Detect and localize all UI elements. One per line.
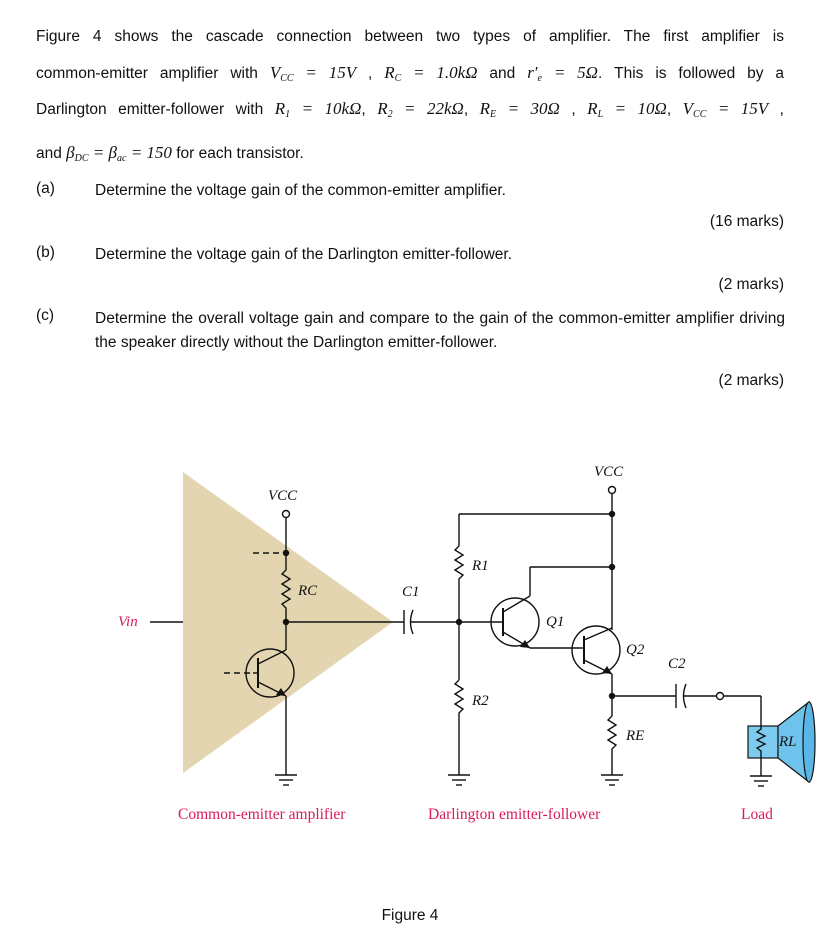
question-a-label: (a): [36, 180, 55, 197]
intro-text: common-emitter amplifier with: [36, 65, 258, 82]
r1-resistor: [453, 545, 465, 622]
vcc-right-label: VCC: [594, 464, 624, 480]
q1-label: Q1: [546, 614, 564, 630]
vcc-left-label: VCC: [268, 488, 298, 504]
r1-label: R1: [471, 558, 489, 574]
rc-symbol: RC = 1.0kΩ: [384, 63, 478, 84]
beta-dc-symbol: βDC = βac = 150: [66, 143, 172, 164]
rl-label: RL: [778, 734, 797, 750]
re-symbol: RE = 30Ω: [479, 99, 560, 120]
question-a-marks: (16 marks): [709, 213, 784, 230]
question-b-marks: (2 marks): [718, 276, 784, 293]
r2-symbol: R2 = 22kΩ: [377, 99, 464, 120]
q2-label: Q2: [626, 642, 645, 658]
c2-label: C2: [668, 656, 686, 672]
vin-label: Vin: [118, 614, 138, 630]
intro-text: Figure 4 shows the cascade connection be…: [36, 28, 784, 45]
question-c-marks: (2 marks): [718, 372, 784, 389]
question-b-label: (b): [36, 244, 55, 261]
question-c-label: (c): [36, 307, 55, 324]
r1-symbol: R1 = 10kΩ: [274, 99, 362, 120]
intro-line-1: Figure 4 shows the cascade connection be…: [36, 28, 784, 46]
rc-resistor: [280, 553, 292, 622]
caption-load: Load: [741, 806, 773, 823]
rc-label: RC: [297, 583, 318, 599]
c1-label: C1: [402, 584, 420, 600]
q1-transistor: [490, 597, 540, 647]
question-c-text: Determine the overall voltage gain and c…: [95, 310, 785, 351]
output-terminal: [715, 691, 725, 701]
vcc-symbol-2: VCC = 15V: [682, 99, 769, 120]
speaker-icon: [747, 700, 816, 787]
wires: [150, 485, 762, 786]
caption-darlington: Darlington emitter-follower: [428, 806, 601, 823]
vcc-right-terminal: [607, 485, 617, 495]
junction-dots: [282, 510, 616, 700]
rl-symbol: RL = 10Ω: [587, 99, 667, 120]
vcc-left-terminal: [281, 509, 291, 519]
caption-common-emitter: Common-emitter amplifier: [178, 806, 346, 823]
question-b-text: Determine the voltage gain of the Darlin…: [95, 246, 512, 263]
r2-label: R2: [471, 693, 489, 709]
intro-line-3: Darlington emitter-follower with R1 = 10…: [36, 99, 784, 120]
intro-line-2: common-emitter amplifier with VCC = 15V …: [36, 63, 785, 84]
r2-resistor: [453, 679, 465, 775]
question-a-text: Determine the voltage gain of the common…: [95, 182, 506, 199]
vcc-symbol: VCC = 15V: [269, 63, 357, 84]
emitter-arrows: [276, 640, 612, 696]
q2-transistor: [571, 625, 621, 675]
intro-line-4: and βDC = βac = 150 for each transistor.: [36, 143, 304, 164]
intro-text: and: [36, 145, 67, 162]
re-label: RE: [625, 728, 644, 744]
intro-text: Darlington emitter-follower with: [36, 101, 264, 118]
re-prime-symbol: r′e = 5Ω: [527, 63, 598, 84]
re-resistor: [606, 715, 618, 775]
figure-label: Figure 4: [381, 907, 439, 924]
